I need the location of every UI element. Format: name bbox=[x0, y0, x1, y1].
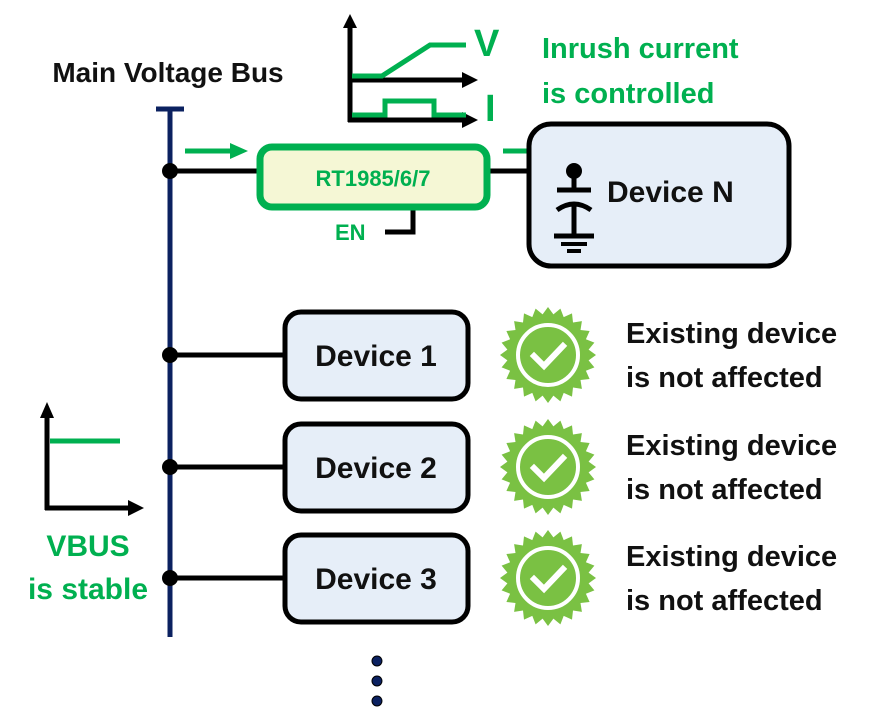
i-label: I bbox=[485, 88, 496, 130]
status-line2: is not affected bbox=[626, 585, 823, 617]
device-box bbox=[282, 421, 471, 514]
status-line1: Existing device bbox=[626, 430, 837, 462]
status-line1: Existing device bbox=[626, 541, 837, 573]
device-row: Device 2 Existing device is not affected bbox=[162, 419, 837, 515]
x-axis-arrow-icon bbox=[128, 500, 144, 516]
inrush-graph: V I bbox=[343, 14, 500, 130]
main-voltage-bus bbox=[156, 106, 184, 637]
inrush-caption-line1: Inrush current bbox=[542, 33, 739, 65]
check-badge-icon bbox=[500, 307, 596, 403]
check-badge-icon bbox=[500, 419, 596, 515]
chip-rt1985: RT1985/6/7 bbox=[256, 143, 491, 211]
device-label: Device 3 bbox=[315, 563, 437, 596]
device-n-label: Device N bbox=[607, 176, 734, 209]
device-row: Device 1 Existing device is not affected bbox=[162, 307, 837, 403]
status-line2: is not affected bbox=[626, 474, 823, 506]
arrow-right-icon bbox=[230, 143, 248, 159]
device-label: Device 1 bbox=[315, 340, 437, 373]
current-pulse-trace bbox=[352, 98, 466, 118]
t-axis-upper-arrow-icon bbox=[462, 72, 478, 88]
junction-dot bbox=[162, 163, 178, 179]
check-badge-icon bbox=[500, 530, 596, 626]
inrush-caption-line2: is controlled bbox=[542, 78, 714, 110]
v-axis-arrow-icon bbox=[343, 14, 357, 28]
voltage-ramp-trace bbox=[352, 42, 466, 79]
v-label: V bbox=[474, 23, 500, 65]
device-box bbox=[282, 309, 471, 402]
junction-dot bbox=[162, 570, 178, 586]
device-row: Device 3 Existing device is not affected bbox=[162, 530, 837, 626]
device-label: Device 2 bbox=[315, 452, 437, 485]
status-line1: Existing device bbox=[626, 318, 837, 350]
vbus-caption-line1: VBUS bbox=[46, 530, 129, 563]
junction-dot bbox=[162, 459, 178, 475]
vbus-graph bbox=[40, 402, 144, 516]
junction-dot bbox=[162, 347, 178, 363]
vertical-ellipsis-icon bbox=[371, 655, 383, 707]
vbus-caption-line2: is stable bbox=[28, 573, 148, 606]
device-n-box: Device N bbox=[526, 121, 792, 269]
capacitor-ground-icon bbox=[554, 163, 594, 253]
main-bus-label: Main Voltage Bus bbox=[52, 57, 283, 88]
en-label: EN bbox=[335, 220, 366, 245]
device-box bbox=[282, 532, 471, 625]
chip-label: RT1985/6/7 bbox=[316, 166, 431, 191]
status-line2: is not affected bbox=[626, 362, 823, 394]
en-wire bbox=[385, 206, 416, 235]
y-axis-arrow-icon bbox=[40, 402, 54, 418]
